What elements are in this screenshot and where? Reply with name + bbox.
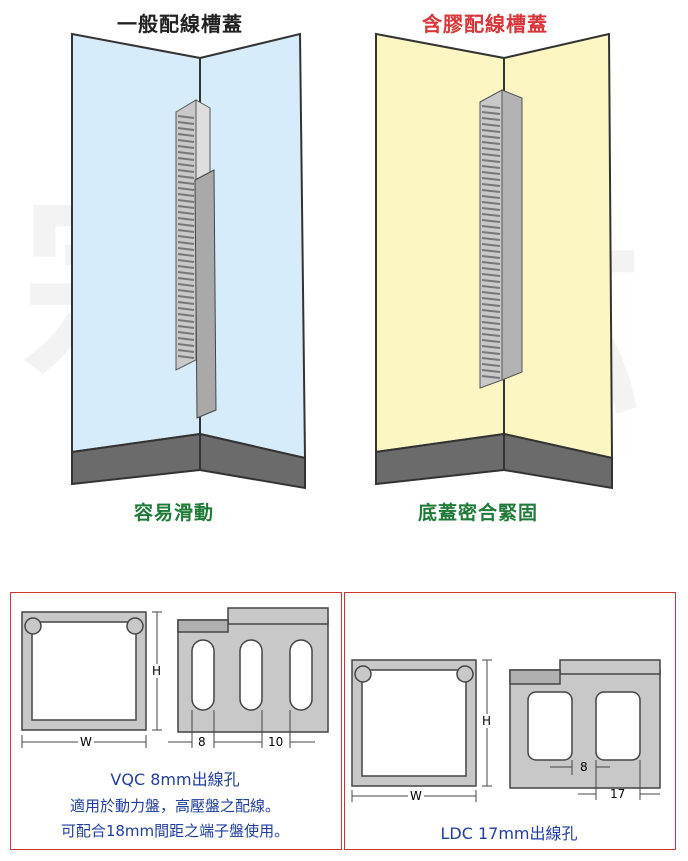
right-title: 含膠配線槽蓋 [422,12,548,36]
left-caption: 容易滑動 [134,502,215,524]
right-corner-panel [375,32,614,490]
vqc-dim-w: W [78,735,94,749]
ldc-dim-slot: 8 [580,760,588,774]
vqc-dim-pitch: 10 [268,735,284,749]
corner-duct-illustrations [71,32,614,490]
vqc-desc-1: 適用於動力盤，高壓盤之配線。 [69,797,280,815]
vqc-name: VQC 8mm出線孔 [110,770,240,789]
right-caption: 底蓋密合緊固 [418,502,539,524]
vqc-desc-2: 可配合18mm間距之端子盤使用。 [60,822,290,840]
ldc-name: LDC 17mm出線孔 [440,824,578,843]
vqc-dim-slot: 8 [198,735,206,749]
vqc-dim-h: H [152,664,162,678]
ldc-dim-w: W [408,789,424,803]
ldc-dim-pitch: 17 [610,787,626,801]
left-title: 一般配線槽蓋 [117,12,243,36]
left-corner-panel [71,32,307,490]
ldc-box [344,592,676,850]
ldc-dim-h: H [482,714,492,728]
